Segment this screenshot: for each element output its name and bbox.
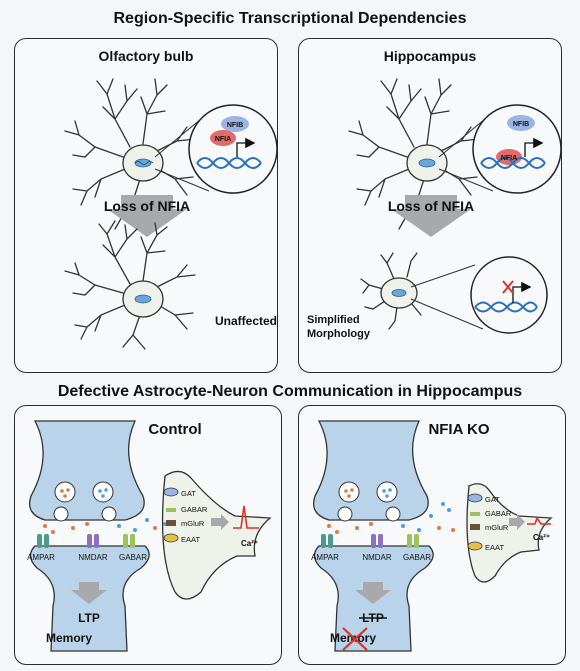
calcium-trace	[527, 516, 551, 525]
zoom-line	[154, 118, 202, 158]
nfia-ko-panel: NFIA KO AMPAR NMDAR GABAR GAT GABAR mGlu…	[298, 405, 566, 665]
panel-heading: Olfactory bulb	[99, 48, 194, 64]
down-arrow	[391, 195, 471, 237]
nfia-label: NFIA	[501, 155, 517, 162]
gabar-astro	[166, 508, 176, 512]
astrocyte-process	[466, 483, 553, 583]
gat-transporter	[467, 493, 483, 503]
outcome-label-line2: Morphology	[307, 328, 371, 340]
astro-label: EAAT	[485, 543, 504, 552]
panel-heading: Control	[148, 421, 201, 438]
eaat-transporter	[163, 533, 179, 543]
signal-arrow	[509, 514, 525, 530]
olfactory-bulb-panel: Olfactory bulb NFIB NFIA	[14, 38, 278, 373]
panel-heading: Hippocampus	[384, 48, 477, 64]
neurotransmitters	[43, 518, 167, 534]
loss-label: Loss of NFIA	[104, 198, 190, 214]
simplified-astrocyte	[360, 252, 422, 330]
calcium-trace	[233, 505, 259, 529]
receptor-label: AMPAR	[27, 553, 55, 562]
zoom-line	[410, 298, 484, 330]
bottom-section-title: Defective Astrocyte-Neuron Communication…	[57, 383, 523, 400]
vesicle	[54, 481, 76, 503]
astro-label: GABAR	[485, 509, 512, 518]
ltp-arrow	[71, 582, 107, 604]
receptor-label: NMDAR	[78, 553, 108, 562]
ampar-receptor	[37, 534, 49, 548]
nfia-label: NFIA	[215, 136, 231, 143]
panel-heading: NFIA KO	[428, 421, 489, 438]
nucleus	[134, 294, 152, 304]
astrocyte-process	[161, 470, 272, 600]
outcome-label-line1: Simplified	[307, 314, 360, 326]
olfactory-bulb-diagram: Olfactory bulb NFIB NFIA	[64, 48, 277, 350]
zoom-circle-ko	[470, 256, 548, 334]
ltp-arrow	[355, 582, 391, 604]
vesicle	[338, 481, 360, 503]
calcium-label: Ca²⁺	[241, 539, 258, 548]
nmdar-receptor	[371, 534, 383, 548]
nmdar-receptor	[87, 534, 99, 548]
astro-label: EAAT	[181, 535, 200, 544]
astro-label: mGluR	[181, 519, 205, 528]
gabar-astro	[470, 512, 480, 516]
receptor-label: GABAR	[119, 553, 147, 562]
outcome-label: Unaffected	[215, 314, 277, 328]
top-section-title: Region-Specific Transcriptional Dependen…	[113, 10, 467, 27]
zoom-line	[438, 118, 486, 158]
control-panel: Control AMPAR NMDAR GABAR GAT	[14, 405, 282, 665]
control-synapse-diagram: Control AMPAR NMDAR GABAR GAT	[27, 420, 272, 652]
neurotransmitters	[327, 502, 455, 534]
memory-label: Memory	[46, 631, 92, 645]
zoom-line	[154, 168, 210, 192]
mglur	[470, 524, 480, 530]
eaat-transporter	[467, 541, 483, 551]
zoom-circle	[472, 104, 561, 194]
signal-arrow	[211, 514, 229, 530]
ltp-label: LTP	[78, 611, 100, 625]
mglur	[166, 520, 176, 526]
ko-synapse-diagram: NFIA KO AMPAR NMDAR GABAR GAT GABAR mGlu…	[311, 420, 553, 652]
nfib-label: NFIB	[227, 122, 243, 129]
gabar-receptor	[407, 534, 419, 548]
astro-label: GAT	[181, 489, 196, 498]
zoom-circle	[188, 104, 277, 194]
zoom-line	[438, 168, 494, 192]
nfib-label: NFIB	[513, 121, 529, 128]
gabar-receptor	[123, 534, 135, 548]
receptor-label: NMDAR	[362, 553, 392, 562]
zoom-line	[410, 264, 476, 288]
ampar-receptor	[321, 534, 333, 548]
nucleus	[134, 158, 154, 168]
loss-label: Loss of NFIA	[388, 198, 474, 214]
nucleus	[391, 289, 407, 297]
astrocyte-cell-after	[64, 220, 196, 350]
calcium-label: Ca²⁺	[533, 533, 550, 542]
hippocampus-diagram: Hippocampus NFIB NFIA Loss of NFIA	[307, 48, 561, 340]
presynaptic-terminal	[312, 420, 429, 521]
astro-label: GAT	[485, 495, 500, 504]
hippocampus-panel: Hippocampus NFIB NFIA Loss of NFIA	[298, 38, 562, 373]
down-arrow	[107, 195, 187, 237]
astro-label: GABAR	[181, 505, 208, 514]
receptor-label: AMPAR	[311, 553, 339, 562]
receptor-label: GABAR	[403, 553, 431, 562]
gat-transporter	[163, 487, 179, 497]
vesicle	[92, 481, 114, 503]
presynaptic-terminal	[28, 420, 145, 521]
memory-cross	[342, 627, 368, 651]
vesicle	[376, 481, 398, 503]
nucleus	[418, 158, 436, 168]
astro-label: mGluR	[485, 523, 509, 532]
